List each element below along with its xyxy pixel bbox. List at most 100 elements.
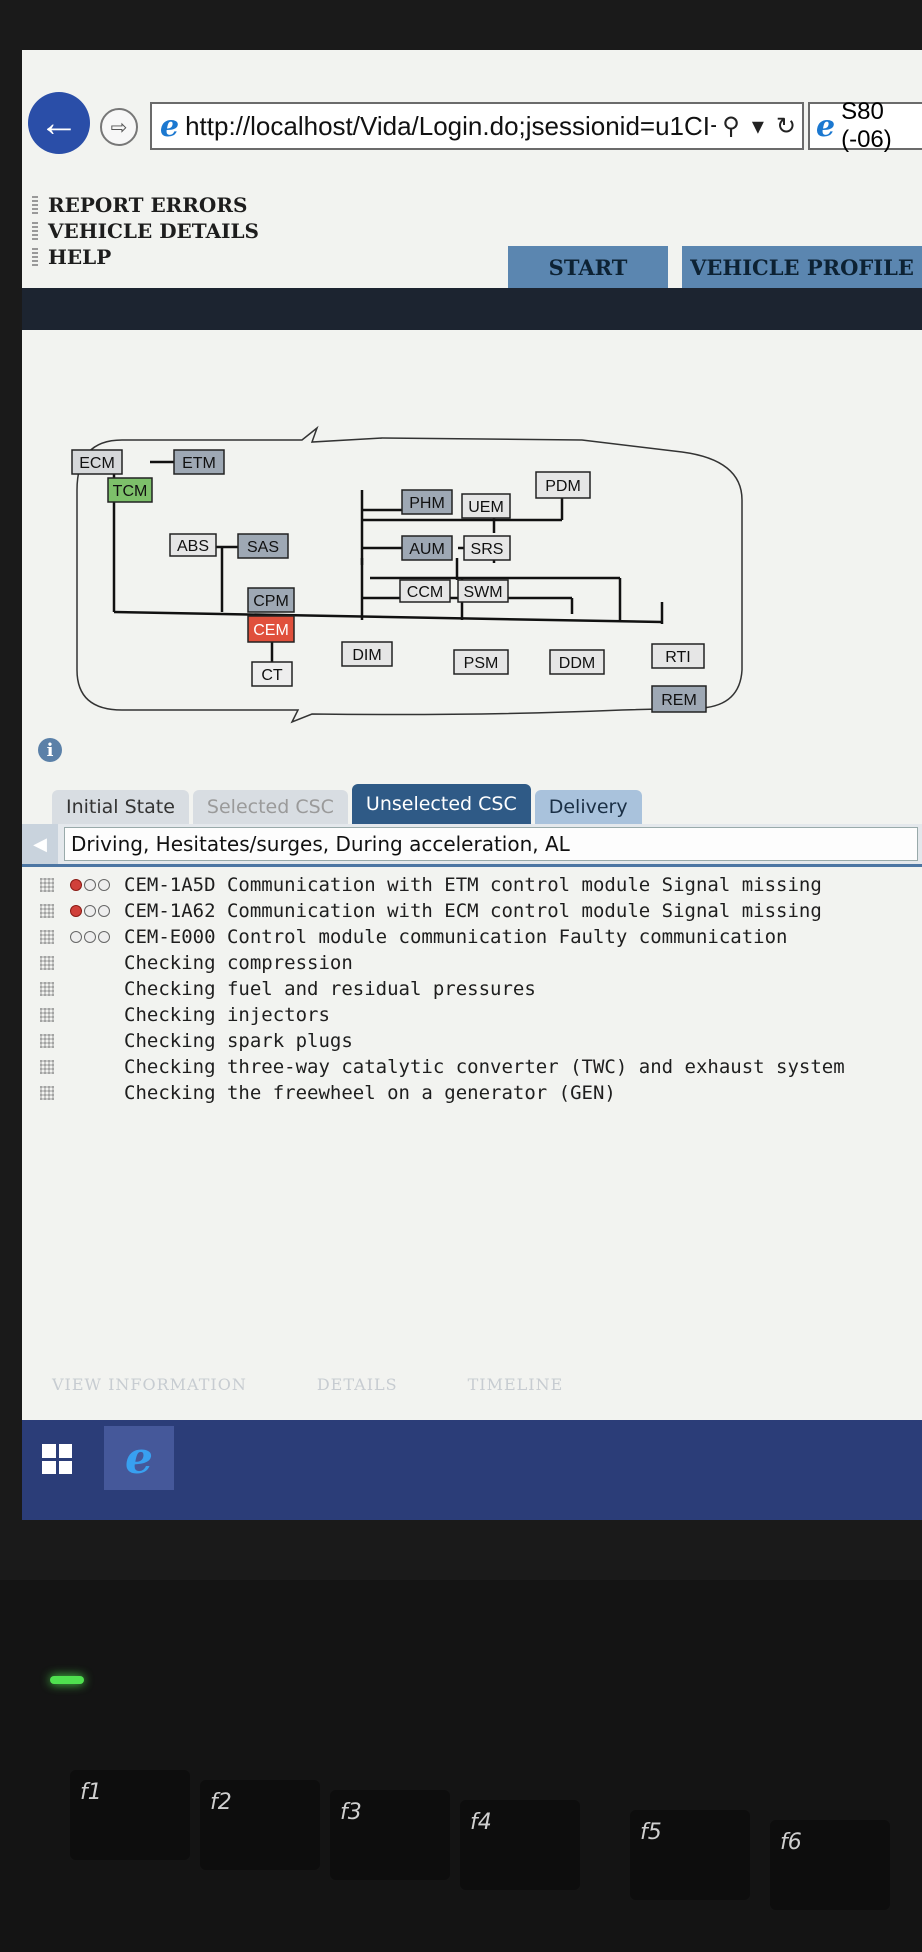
search-icon[interactable]: ⚲ — [722, 112, 740, 140]
module-aum[interactable]: AUM — [401, 535, 453, 561]
step-row[interactable]: CEM-E000 Control module communication Fa… — [40, 924, 920, 950]
drag-handle-icon[interactable] — [40, 1086, 54, 1100]
module-cpm[interactable]: CPM — [247, 587, 295, 613]
tab-vehicle-profile[interactable]: VEHICLE PROFILE — [682, 246, 922, 288]
module-uem[interactable]: UEM — [461, 493, 511, 519]
laptop-keyboard: f1 f2 f3 f4 f5 f6 — [0, 1580, 922, 1952]
module-sas[interactable]: SAS — [237, 533, 289, 559]
module-label: DIM — [352, 647, 381, 664]
browser-tab[interactable]: e S80 (-06) — [808, 98, 922, 153]
address-bar[interactable]: e http://localhost/Vida/Login.do;jsessio… — [150, 102, 804, 150]
module-rem[interactable]: REM — [651, 685, 707, 713]
module-label: ABS — [177, 538, 209, 555]
module-ecm[interactable]: ECM — [71, 449, 123, 475]
drag-handle-icon[interactable] — [40, 930, 54, 944]
key-f3: f3 — [330, 1790, 450, 1880]
key-f5: f5 — [630, 1810, 750, 1900]
vehicle-outline — [76, 425, 743, 724]
step-row[interactable]: Checking injectors — [40, 1002, 920, 1028]
module-ddm[interactable]: DDM — [549, 649, 605, 675]
step-text: CEM-1A62 Communication with ECM control … — [124, 900, 822, 922]
ie-tab-icon: e — [816, 108, 836, 144]
step-row[interactable]: Checking three-way catalytic converter (… — [40, 1054, 920, 1080]
module-abs[interactable]: ABS — [169, 533, 217, 557]
dtc-status-icon — [70, 878, 114, 892]
drag-handle-icon[interactable] — [40, 1060, 54, 1074]
step-row[interactable]: Checking compression — [40, 950, 920, 976]
module-box — [651, 685, 707, 713]
module-box — [651, 643, 705, 669]
tab-selected-csc[interactable]: Selected CSC — [192, 790, 348, 824]
scroll-left-button[interactable]: ◀ — [22, 824, 58, 864]
module-label: SWM — [463, 584, 502, 601]
module-dim[interactable]: DIM — [341, 641, 393, 667]
module-box — [173, 449, 225, 475]
arrow-left-icon: ← — [39, 100, 79, 145]
tab-delivery[interactable]: Delivery — [534, 790, 642, 824]
key-f6: f6 — [770, 1820, 890, 1910]
tab-unselected-csc[interactable]: Unselected CSC — [351, 784, 531, 824]
drag-handle-icon[interactable] — [40, 904, 54, 918]
module-ccm[interactable]: CCM — [399, 579, 451, 603]
module-cem[interactable]: CEM — [247, 615, 295, 643]
drag-handle-icon[interactable] — [40, 956, 54, 970]
step-text: Checking compression — [124, 952, 353, 974]
windows-start-button[interactable] — [42, 1444, 72, 1474]
ie-page-icon: e — [160, 108, 180, 144]
module-label: TCM — [113, 483, 148, 500]
view-information-button[interactable]: VIEW INFORMATION — [52, 1374, 247, 1394]
timeline-button[interactable]: TIMELINE — [467, 1374, 564, 1394]
help-link[interactable]: HELP — [32, 244, 259, 270]
module-box — [401, 535, 453, 561]
step-text: CEM-1A5D Communication with ETM control … — [124, 874, 822, 896]
module-label: PSM — [464, 655, 499, 672]
module-srs[interactable]: SRS — [463, 535, 511, 561]
forward-button[interactable]: ⇨ — [100, 108, 138, 146]
step-row[interactable]: Checking the freewheel on a generator (G… — [40, 1080, 920, 1106]
module-ct[interactable]: CT — [251, 661, 293, 687]
module-box — [107, 477, 153, 503]
key-f1: f1 — [70, 1770, 190, 1860]
info-icon[interactable]: i — [38, 738, 62, 762]
module-box — [463, 535, 511, 561]
grip-icon — [32, 248, 38, 266]
symptom-bar: ◀ Driving, Hesitates/surges, During acce… — [22, 824, 922, 867]
module-label: RTI — [665, 649, 690, 666]
module-box — [237, 533, 289, 559]
report-errors-label: REPORT ERRORS — [48, 193, 248, 217]
module-label: SAS — [247, 539, 279, 556]
step-row[interactable]: Checking spark plugs — [40, 1028, 920, 1054]
tab-initial-state[interactable]: Initial State — [52, 790, 189, 824]
module-box — [549, 649, 605, 675]
module-tcm[interactable]: TCM — [107, 477, 153, 503]
grip-icon — [32, 222, 38, 240]
back-button[interactable]: ← — [28, 92, 90, 154]
drag-handle-icon[interactable] — [40, 1008, 54, 1022]
module-etm[interactable]: ETM — [173, 449, 225, 475]
step-row[interactable]: Checking fuel and residual pressures — [40, 976, 920, 1002]
ie-taskbar-button[interactable]: e — [104, 1426, 174, 1490]
step-row[interactable]: CEM-1A62 Communication with ECM control … — [40, 898, 920, 924]
drag-handle-icon[interactable] — [40, 878, 54, 892]
details-button[interactable]: DETAILS — [316, 1374, 398, 1394]
module-rti[interactable]: RTI — [651, 643, 705, 669]
address-url[interactable]: http://localhost/Vida/Login.do;jsessioni… — [185, 110, 717, 141]
bottom-bar: VIEW INFORMATION DETAILS TIMELINE — [22, 1360, 922, 1408]
module-swm[interactable]: SWM — [457, 579, 509, 603]
module-phm[interactable]: PHM — [401, 489, 453, 515]
module-psm[interactable]: PSM — [453, 649, 509, 675]
step-row[interactable]: CEM-1A5D Communication with ETM control … — [40, 872, 920, 898]
dropdown-icon[interactable]: ▾ — [751, 112, 764, 140]
module-box — [169, 533, 217, 557]
drag-handle-icon[interactable] — [40, 982, 54, 996]
refresh-icon[interactable]: ↻ — [775, 112, 796, 140]
module-pdm[interactable]: PDM — [535, 471, 591, 499]
nav-band — [22, 288, 922, 330]
step-text: Checking spark plugs — [124, 1030, 353, 1052]
tab-start[interactable]: START — [508, 246, 668, 288]
report-errors-link[interactable]: REPORT ERRORS — [32, 192, 259, 218]
drag-handle-icon[interactable] — [40, 1034, 54, 1048]
vehicle-details-link[interactable]: VEHICLE DETAILS — [32, 218, 259, 244]
